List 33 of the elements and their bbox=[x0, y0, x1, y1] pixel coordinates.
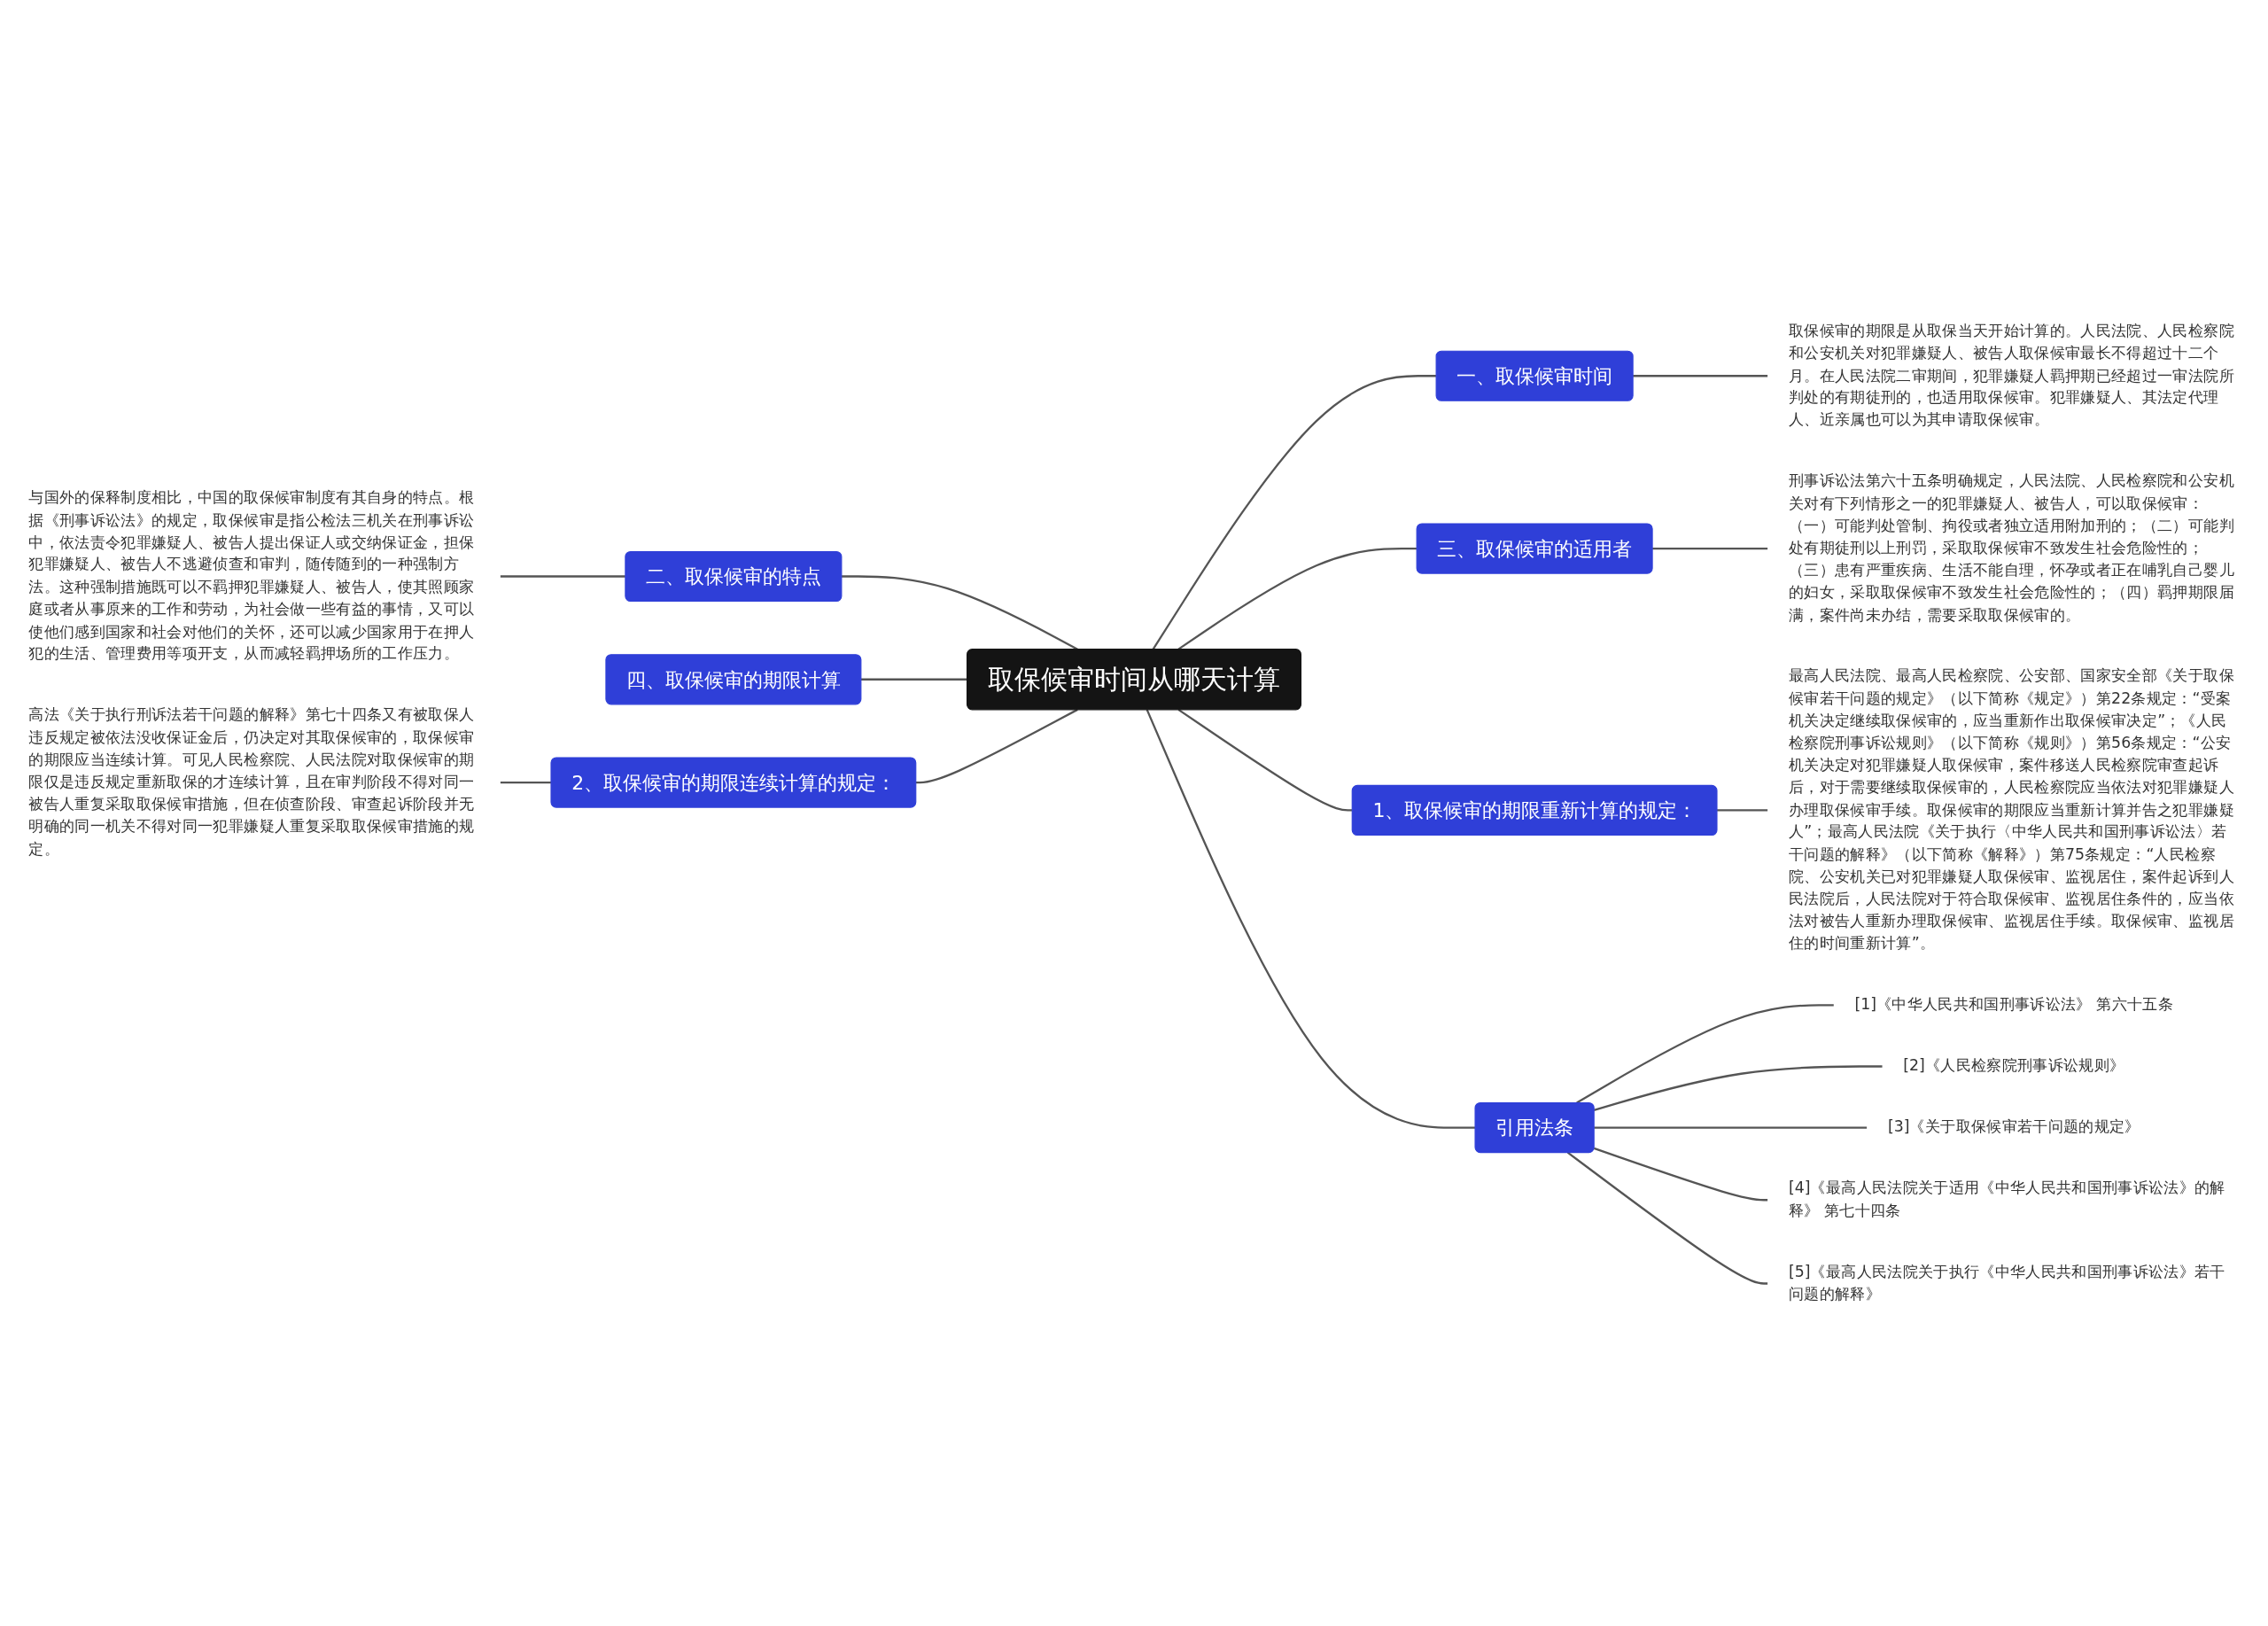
connector bbox=[1152, 375, 1437, 650]
connector bbox=[1576, 1004, 1835, 1104]
node-text: 最高人民法院、最高人民检察院、公安部、国家安全部《关于取保候审若干问题的规定》（以下简称《规定》）第22条规定：“受案机关决定继续取保候审的，应当重新作出取保候审决定”；《人民检察院刑事诉讼规则》（以下简称《规则》）第56条规定：“公安机关决定对犯罪嫌疑人取保候审，案件移送人民检察院审查起诉后，对于需要继续取保候审的，人民检察院应当依法对犯罪嫌疑人办理取保候审手续。取保候审的期限应当重新计算并告之犯罪嫌疑人”；最高人民法院《关于执行〈中华人民共和国刑事诉讼法〉若干问题的解释》（以下简称《解释》）第75条规定：“人民检察院、公安机关已对犯罪嫌疑人取保候审、监视居住，案件起诉到人民法院后，人民法院对于符合取保候审、监视居住条件的，应当依法对被告人重新办理取保候审、监视居住手续。取保候审、监视居住的时间重新计算”。 bbox=[1788, 666, 2234, 953]
connector bbox=[1633, 375, 1768, 377]
connector bbox=[1717, 809, 1768, 812]
connector bbox=[500, 781, 552, 784]
node-text: [1]《中华人民共和国刑事诉讼法》 第六十五条 bbox=[1854, 995, 2174, 1014]
connector bbox=[860, 678, 967, 681]
connector bbox=[1146, 709, 1476, 1129]
connector bbox=[1177, 547, 1418, 650]
node-text: 高法《关于执行刑诉法若干问题的解释》第七十四条又有被取保人违反规定被依法没收保证金后，仍决定对其取保候审的，取保候审的期限应当连续计算。可见人民检察院、人民法院对取保候审的期限仅是违反规定重新取保的才连续计算，且在审判阶段不得对同一被告人重复采取取保候审措施，但在侦查阶段、审查起诉阶段并无明确的同一机关不得对同一犯罪嫌疑人重复采取取保候审措施的规定。 bbox=[28, 705, 475, 858]
connector bbox=[1177, 708, 1353, 812]
node-box bbox=[966, 649, 1302, 711]
connector bbox=[841, 575, 1078, 650]
node-text: [2]《人民检察院刑事诉讼规则》 bbox=[1903, 1056, 2125, 1075]
node-text: 刑事诉讼法第六十五条明确规定，人民法院、人民检察院和公安机关对有下列情形之一的犯罪嫌疑人、被告人，可以取保候审：（一）可能判处管制、拘役或者独立适用附加刑的；（二）可能判处有期徒刑以上刑罚，采取取保候审不致发生社会危险性的；（三）患有严重疾病、生活不能自理，怀孕或者正在哺乳自己婴儿的妇女，采取取保候审不致发生社会危险性的；（四）羁押期限届满，案件尚未办结，需要采取取保候审的。 bbox=[1788, 471, 2234, 624]
node-box bbox=[625, 550, 843, 603]
connector bbox=[1594, 1126, 1868, 1129]
node-text: [4]《最高人民法院关于适用《中华人民共和国刑事诉讼法》的解释》 第七十四条 bbox=[1788, 1179, 2225, 1220]
node-box bbox=[1435, 350, 1634, 401]
node-text: [5]《最高人民法院关于执行《中华人民共和国刑事诉讼法》若干问题的解释》 bbox=[1788, 1262, 2225, 1303]
node-text: 取保候审的期限是从取保当天开始计算的。人民法院、人民检察院和公安机关对犯罪嫌疑人、被告人取保候审最长不得超过十二个月。在人民法院二审期间，犯罪嫌疑人羁押期已经超过一审法院所判处的有期徒刑的，也适用取保候审。犯罪嫌疑人、其法定代理人、近亲属也可以为其申请取保候审。 bbox=[1788, 321, 2234, 429]
connector bbox=[915, 708, 1078, 784]
node-box bbox=[550, 757, 917, 808]
node-box bbox=[1351, 784, 1718, 836]
node-text: [3]《关于取保候审若干问题的规定》 bbox=[1887, 1117, 2140, 1136]
node-text: 与国外的保释制度相比，中国的取保候审制度有其自身的特点。根据《刑事诉讼法》的规定，取保候审是指公检法三机关在刑事诉讼中，依法责令犯罪嫌疑人、被告人提出保证人或交纳保证金，担保犯罪嫌疑人、被告人不逃避侦查和审判，随传随到的一种强制方法。这种强制措施既可以不羁押犯罪嫌疑人、被告人，使其照顾家庭或者从事原来的工作和劳动，为社会做一些有益的事情，又可以使他们感到国家和社会对他们的关怀，还可以减少国家用于在押人犯的生活、管理费用等项开支，从而减轻羁押场所的工作压力。 bbox=[28, 488, 475, 663]
node-box bbox=[1474, 1101, 1595, 1154]
connector bbox=[1652, 547, 1768, 550]
connector bbox=[500, 575, 625, 578]
node-box bbox=[1416, 523, 1653, 574]
node-box bbox=[605, 654, 862, 705]
connector bbox=[1566, 1151, 1768, 1285]
